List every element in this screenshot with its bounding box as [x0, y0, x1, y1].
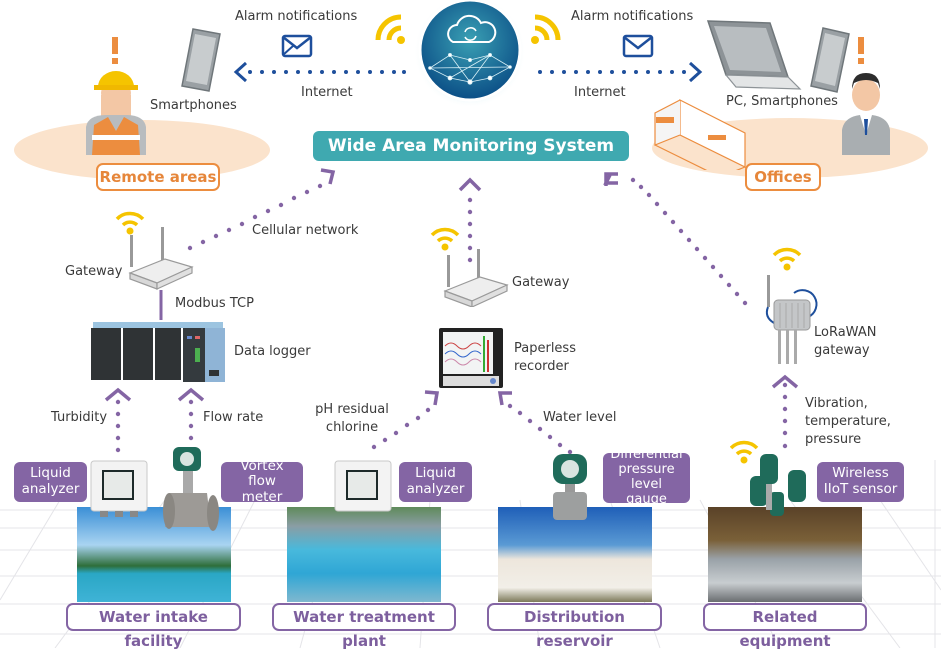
center-gateway-link	[467, 197, 473, 263]
liquid-analyzer-device	[90, 460, 148, 517]
tag-line: Liquid	[30, 465, 71, 482]
paperless-recorder-device	[439, 328, 503, 388]
wifi-icon	[531, 14, 561, 44]
cloud-hub-icon	[414, 0, 526, 108]
lorawan-label: LoRaWAN	[814, 325, 877, 340]
vibration-label: Vibration,	[805, 396, 868, 411]
tag-line: Vortex flow	[240, 457, 284, 490]
pressure-label: pressure	[805, 432, 862, 447]
wireless-iiot-sensors	[730, 440, 806, 516]
gateway-label-center: Gateway	[512, 275, 570, 290]
purple-arrowheads	[104, 168, 799, 406]
wide-area-monitoring-system-title: Wide Area Monitoring System	[313, 131, 629, 161]
data-logger-label: Data logger	[234, 344, 311, 359]
vibration-link	[782, 382, 788, 449]
cellular-link	[187, 183, 323, 251]
arrow-right-head	[688, 61, 703, 83]
tag-line: Liquid	[415, 465, 456, 482]
temperature-label: temperature,	[805, 414, 891, 429]
distribution-reservoir-photo	[498, 507, 652, 602]
internet-label-left: Internet	[301, 85, 353, 100]
remote-areas-label: Remote areas	[96, 163, 220, 191]
lorawan-link	[630, 177, 748, 306]
gateway-router-icon	[115, 211, 194, 290]
alarm-label-left: Alarm notifications	[235, 9, 358, 24]
site-label-water-intake: Water intake facility	[66, 603, 241, 650]
lorawan-antenna-legs	[778, 330, 797, 364]
site-label-water-treatment: Water treatment plant	[272, 603, 456, 650]
data-logger-device	[91, 322, 225, 382]
paperless-label: Paperless	[514, 341, 576, 356]
laptop-icon	[706, 20, 802, 90]
flow-rate-link	[188, 399, 194, 441]
pc-smartphones-label: PC, Smartphones	[726, 94, 838, 109]
office-building-icon	[654, 99, 746, 170]
mail-icon	[622, 34, 654, 58]
offices-label: Offices	[745, 163, 821, 191]
arrow-left-head	[233, 61, 248, 83]
site-label-distribution-reservoir: Distribution reservoir	[487, 603, 662, 650]
modbus-tcp-label: Modbus TCP	[175, 296, 254, 311]
recorder-label: recorder	[514, 359, 569, 374]
lorawan-gateway-label: gateway	[814, 343, 870, 358]
chlorine-label: chlorine	[325, 420, 379, 435]
ph-link	[371, 407, 431, 450]
gateway-router-icon	[430, 227, 509, 307]
liquid-analyzer-device	[334, 460, 392, 512]
tag-line: IIoT sensor	[823, 481, 898, 497]
office-worker-icon	[842, 37, 890, 155]
smartphone-icon	[181, 28, 221, 92]
internet-label-right: Internet	[574, 85, 626, 100]
smartphone-icon	[810, 27, 850, 93]
cellular-network-label: Cellular network	[252, 223, 359, 238]
tag-line: Wireless	[832, 465, 889, 482]
flow-rate-label: Flow rate	[203, 410, 264, 425]
water-level-link	[507, 403, 573, 455]
water-level-label: Water level	[543, 410, 617, 425]
dp-level-gauge-device	[553, 454, 587, 520]
smartphones-label: Smartphones	[150, 98, 237, 113]
water-treatment-photo	[287, 507, 441, 602]
tag-line: level gauge	[626, 477, 667, 507]
tag-line: Differential	[610, 447, 683, 463]
turbidity-link	[115, 399, 121, 453]
internet-link-right	[538, 70, 686, 74]
site-label-related-equipment: Related equipment	[703, 603, 867, 650]
gateway-label-left: Gateway	[65, 264, 123, 279]
related-equipment-photo	[708, 507, 862, 602]
turbidity-label: Turbidity	[51, 410, 108, 425]
ph-residual-label: pH residual	[315, 402, 389, 417]
mail-icon	[281, 34, 313, 58]
field-worker-icon	[86, 37, 146, 155]
tag-line: analyzer	[406, 481, 465, 497]
vortex-flow-meter-device	[163, 447, 219, 531]
tag-line: meter	[241, 488, 283, 505]
lorawan-gateway-device	[765, 247, 818, 331]
tag-line: analyzer	[21, 481, 80, 497]
tag-line: pressure	[618, 462, 675, 478]
alarm-label-right: Alarm notifications	[571, 9, 694, 24]
purple-dotted-links	[115, 177, 788, 455]
internet-link-left	[248, 70, 406, 74]
wifi-icon	[375, 14, 405, 44]
